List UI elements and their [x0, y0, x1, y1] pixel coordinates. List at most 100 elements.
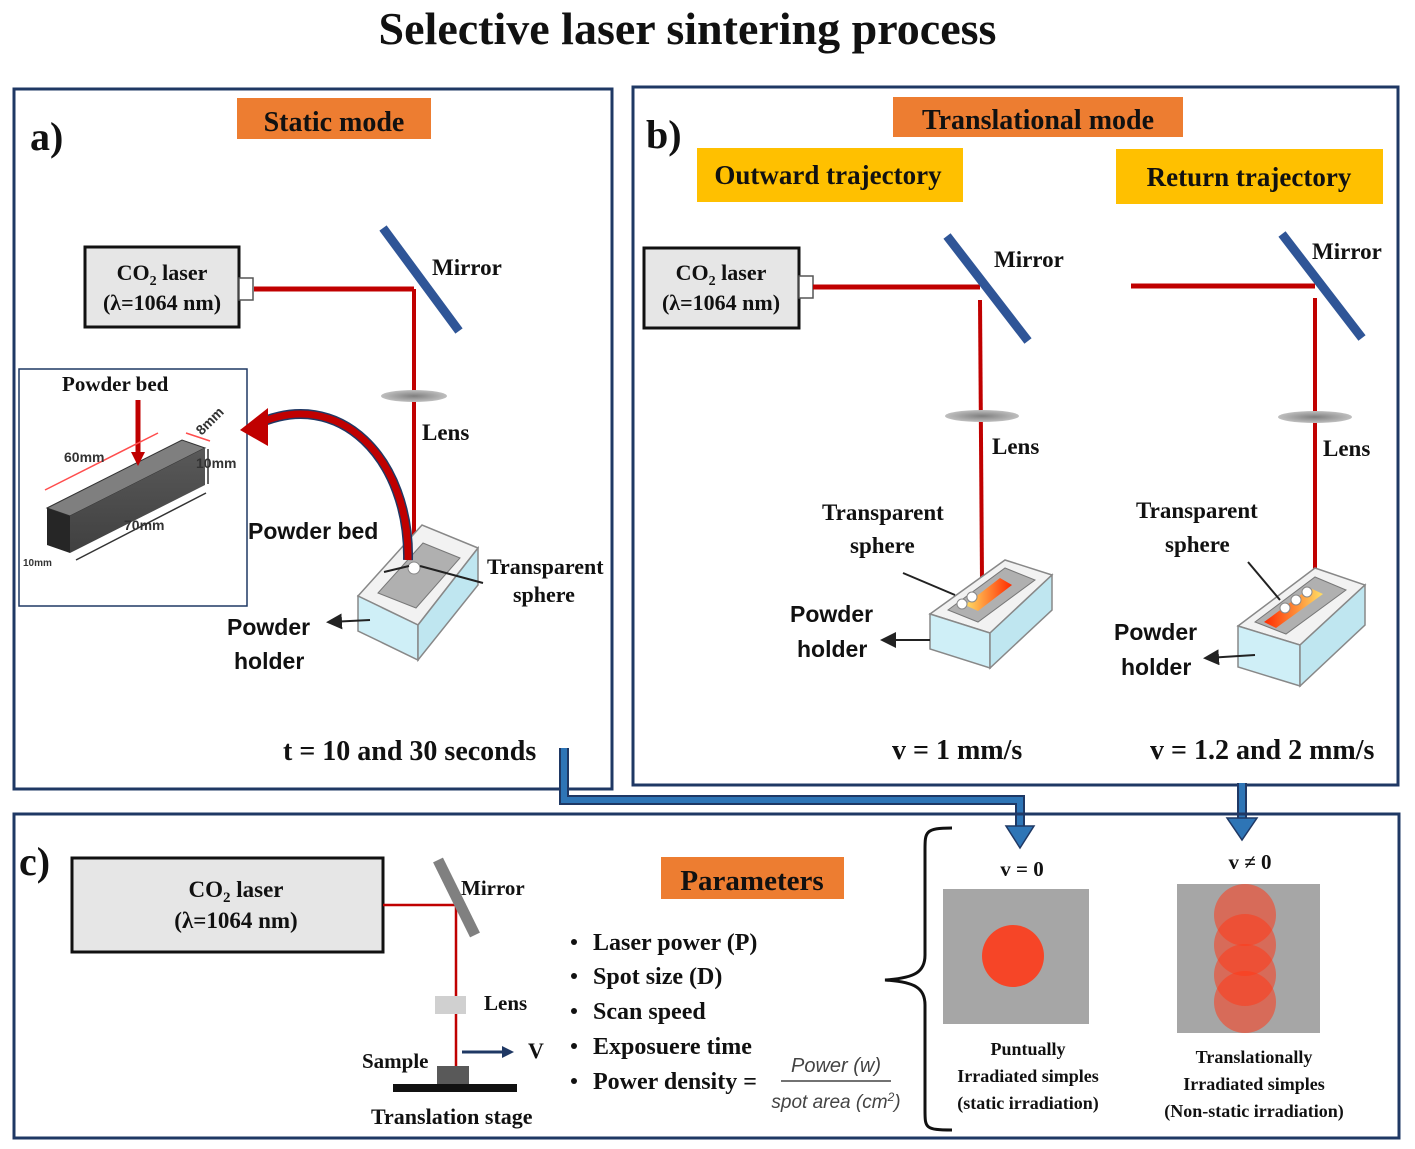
laser-label-c: CO2 laser	[188, 877, 283, 906]
lens-label-c: Lens	[484, 991, 527, 1015]
laser-beam-vertical-b1	[978, 299, 984, 581]
panel-c-letter: c)	[19, 839, 50, 884]
lens-label-b2: Lens	[1323, 436, 1370, 461]
return-trajectory-label: Return trajectory	[1147, 162, 1352, 192]
translation-stage-label: Translation stage	[371, 1104, 533, 1129]
powder-bed-red-arrowhead	[131, 452, 145, 466]
connector-arrowhead-static	[1004, 825, 1036, 850]
dim-10-left: 10mm	[23, 558, 52, 569]
holder-label-a2: holder	[234, 648, 304, 674]
moving-caption-1: Translationally	[1196, 1047, 1313, 1067]
bullet-icon	[571, 1043, 577, 1049]
mirror-label-b1: Mirror	[994, 247, 1064, 272]
static-caption-3: (static irradiation)	[957, 1093, 1098, 1114]
mirror-icon-b2	[1278, 231, 1366, 341]
static-spot-icon	[982, 925, 1044, 987]
panel-a-letter: a)	[30, 114, 63, 159]
density-numerator: Power (w)	[791, 1055, 881, 1077]
pointer-line-a2	[419, 565, 484, 584]
dim-line-8	[185, 432, 211, 442]
velocity-label: V	[528, 1038, 544, 1063]
moving-caption-2: Irradiated simples	[1183, 1074, 1325, 1094]
mirror-icon-b1	[943, 233, 1032, 344]
holder-label-b2b: holder	[1121, 654, 1191, 680]
mirror-label-a: Mirror	[432, 255, 502, 280]
powder-holder-icon-a	[356, 524, 480, 663]
translational-mode-badge	[893, 97, 1183, 137]
moving-caption-3: (Non-static irradiation)	[1164, 1101, 1343, 1122]
parameter-item: Exposuere time	[593, 1034, 752, 1060]
parameter-item: Spot size (D)	[593, 964, 722, 990]
static-mode-label: Static mode	[264, 107, 405, 138]
sphere-label-b1a: Transparent	[822, 500, 944, 525]
sphere-label-b1b: sphere	[850, 533, 915, 558]
connector-arrowhead-moving	[1225, 817, 1259, 842]
pointer-arrow-b2	[1203, 649, 1256, 666]
bullet-icon	[571, 1008, 577, 1014]
curved-arrow-icon	[253, 410, 412, 561]
pointer-line-b1	[902, 572, 956, 596]
holder-label-a1: Powder	[227, 614, 310, 640]
static-v-label: v = 0	[1000, 857, 1043, 881]
sample-icon	[437, 1066, 469, 1084]
translational-mode-label: Translational mode	[922, 105, 1154, 136]
speed-return-label: v = 1.2 and 2 mm/s	[1150, 735, 1375, 766]
laser-label-a: CO2 laser	[117, 260, 208, 289]
mirror-icon-c	[433, 857, 480, 938]
dim-60: 60mm	[64, 449, 104, 465]
lens-icon-c	[435, 996, 466, 1014]
inset-title: Powder bed	[62, 372, 169, 396]
lens-label-a: Lens	[422, 420, 469, 445]
sphere-label-a2: sphere	[513, 582, 575, 607]
moving-trail-clip	[1170, 1033, 1330, 1053]
figure-title: Selective laser sintering process	[378, 3, 997, 54]
laser-wavelength-c: (λ=1064 nm)	[174, 908, 297, 933]
pointer-line-b2	[1247, 561, 1281, 601]
parameter-item: Scan speed	[593, 999, 706, 1025]
dim-70: 70mm	[124, 517, 164, 533]
lens-icon-b1	[945, 410, 1019, 422]
sphere-label-a1: Transparent	[487, 554, 604, 579]
sample-label: Sample	[362, 1049, 429, 1073]
powder-holder-icon-b2	[1236, 567, 1367, 688]
mirror-label-c: Mirror	[461, 876, 525, 900]
panel-c: c) CO2 laser (λ=1064 nm) Mirror Lens Sam…	[12, 812, 1401, 1140]
dim-line-70	[75, 492, 207, 561]
laser-wavelength-a: (λ=1064 nm)	[103, 290, 221, 315]
time-label: t = 10 and 30 seconds	[283, 736, 536, 767]
parameters-badge	[661, 857, 844, 899]
holder-label-b1b: holder	[797, 636, 867, 662]
holder-label-b2a: Powder	[1114, 619, 1197, 645]
outward-trajectory-label: Outward trajectory	[714, 160, 942, 190]
moving-spot-trail-icon	[1214, 884, 1276, 1033]
outward-trajectory-badge	[697, 148, 963, 202]
sphere-label-b2a: Transparent	[1136, 498, 1258, 523]
static-caption-1: Puntually	[990, 1039, 1065, 1059]
velocity-arrow-icon	[502, 1046, 514, 1058]
bullet-icon	[571, 973, 577, 979]
lens-icon-b2	[1278, 411, 1352, 423]
laser-nozzle-a	[238, 277, 254, 301]
laser-wavelength-b: (λ=1064 nm)	[662, 290, 780, 315]
dim-line-60	[44, 432, 159, 491]
laser-label-b: CO2 laser	[676, 260, 767, 289]
mirror-label-b2: Mirror	[1312, 239, 1382, 264]
speed-outward-label: v = 1 mm/s	[892, 735, 1022, 766]
moving-v-label: v ≠ 0	[1228, 850, 1271, 874]
powder-bar-icon	[45, 439, 207, 553]
laser-nozzle-b	[798, 275, 814, 299]
powder-bed-label-a: Powder bed	[248, 518, 378, 544]
static-caption-2: Irradiated simples	[957, 1066, 1099, 1086]
parameter-item: Laser power (P)	[593, 930, 757, 956]
panel-b-letter: b)	[646, 112, 682, 157]
density-denominator: spot area (cm2)	[771, 1090, 900, 1113]
pointer-arrow-a3	[326, 613, 371, 630]
parameters-label: Parameters	[680, 865, 823, 897]
panel-b-border	[631, 85, 1400, 787]
panel-a: a) Static mode CO2 laser (λ=1064 nm) Mir…	[12, 87, 614, 791]
mirror-icon-a	[379, 225, 463, 334]
translation-stage-icon	[393, 1084, 517, 1092]
curved-arrowhead-icon	[240, 408, 268, 446]
powder-holder-icon-b1	[928, 559, 1054, 670]
